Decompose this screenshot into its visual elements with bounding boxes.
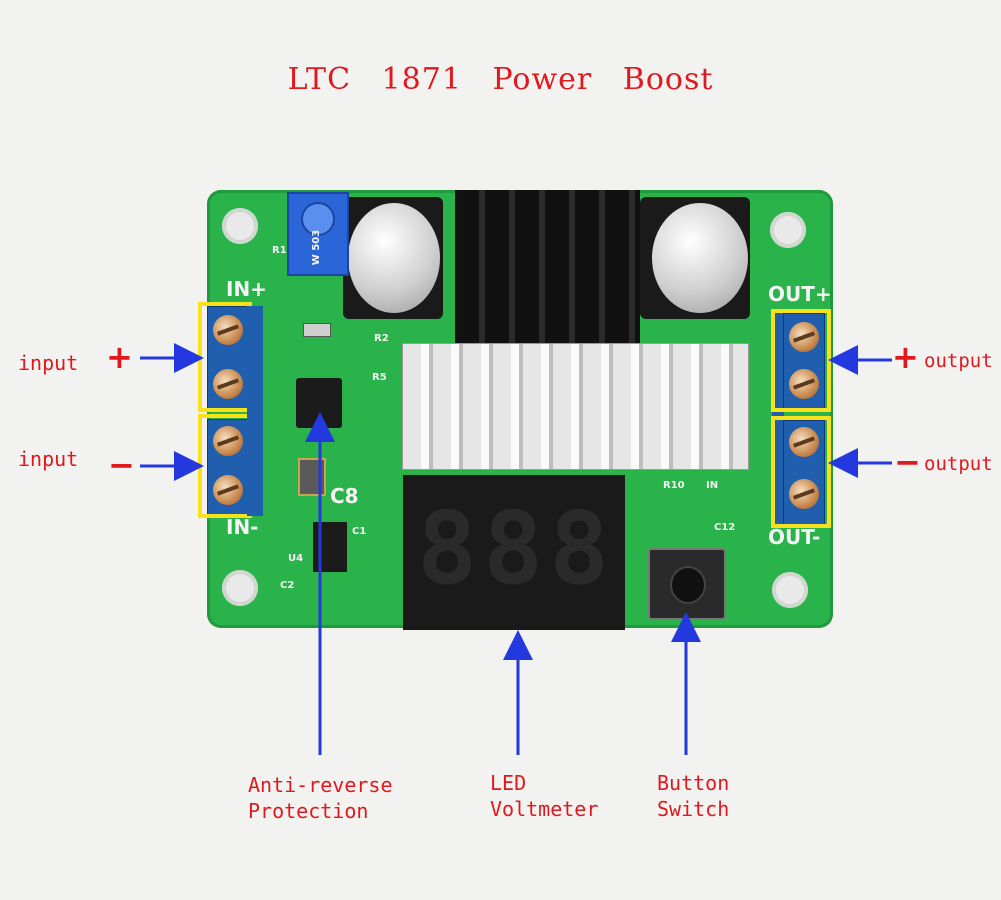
led-digit: 8 — [483, 490, 544, 607]
terminal-screw — [213, 475, 243, 505]
black-heatsink — [455, 190, 640, 350]
mounting-hole — [222, 570, 258, 606]
r2-label: R2 — [374, 333, 389, 344]
output-plus-sign: + — [892, 338, 919, 376]
aluminium-heatsink — [402, 343, 749, 470]
led-digit: 8 — [549, 490, 610, 607]
input-minus-label: input — [18, 447, 79, 471]
input-plus-label: input — [18, 351, 79, 375]
terminal-screw — [789, 479, 819, 509]
button-cap[interactable] — [670, 566, 706, 604]
diode — [303, 323, 331, 337]
output-minus-label: output — [924, 453, 993, 475]
pot-screw — [301, 202, 335, 236]
terminal-screw — [213, 369, 243, 399]
terminal-screw — [789, 322, 819, 352]
in-minus-label: IN- — [226, 515, 259, 539]
output-minus-sign: − — [894, 443, 921, 481]
potentiometer: W 503 — [287, 192, 349, 276]
in-plus-label: IN+ — [226, 277, 267, 301]
input-plus-sign: + — [106, 338, 133, 376]
button-switch-line-1: Button — [657, 771, 730, 795]
u4-label: U4 — [288, 553, 304, 564]
output-terminal-plus — [783, 313, 825, 410]
output-plus-label: output — [924, 350, 993, 372]
terminal-screw — [213, 315, 243, 345]
led-voltmeter-label: LED Voltmeter — [490, 770, 598, 822]
c8-label: C8 — [330, 484, 359, 508]
led-voltmeter-line-1: LED — [490, 771, 527, 795]
out-minus-label: OUT- — [768, 525, 821, 549]
capacitor-right — [652, 203, 748, 313]
r1-label: R1 — [272, 245, 287, 256]
terminal-screw — [789, 427, 819, 457]
led-digit: 8 — [417, 490, 478, 607]
push-button[interactable] — [648, 548, 726, 620]
r5-label: R5 — [372, 372, 387, 383]
in-led-label: IN — [706, 480, 719, 491]
mounting-hole — [770, 212, 806, 248]
button-switch-line-2: Switch — [657, 797, 730, 821]
mounting-hole — [222, 208, 258, 244]
out-plus-label: OUT+ — [768, 282, 832, 306]
terminal-screw — [789, 369, 819, 399]
anti-reverse-line-2: Protection — [248, 799, 369, 823]
mounting-hole — [772, 572, 808, 608]
button-switch-label: Button Switch — [657, 770, 729, 822]
terminal-block — [247, 306, 263, 516]
c1-label: C1 — [352, 526, 367, 537]
input-minus-sign: − — [108, 446, 135, 484]
c12-label: C12 — [714, 522, 736, 533]
anti-reverse-line-1: Anti-reverse — [248, 773, 393, 797]
r10-label: R10 — [663, 480, 685, 491]
anti-reverse-label: Anti-reverse Protection — [248, 772, 393, 824]
led-voltmeter-line-2: Voltmeter — [490, 797, 599, 821]
terminal-screw — [213, 426, 243, 456]
c2-label: C2 — [280, 580, 295, 591]
led-voltmeter-display: 8 8 8 — [403, 475, 625, 630]
input-terminal-minus — [207, 419, 249, 516]
page-title: LTC 1871 Power Boost — [287, 62, 714, 97]
input-terminal-plus — [207, 306, 249, 411]
capacitor-left — [348, 203, 440, 313]
